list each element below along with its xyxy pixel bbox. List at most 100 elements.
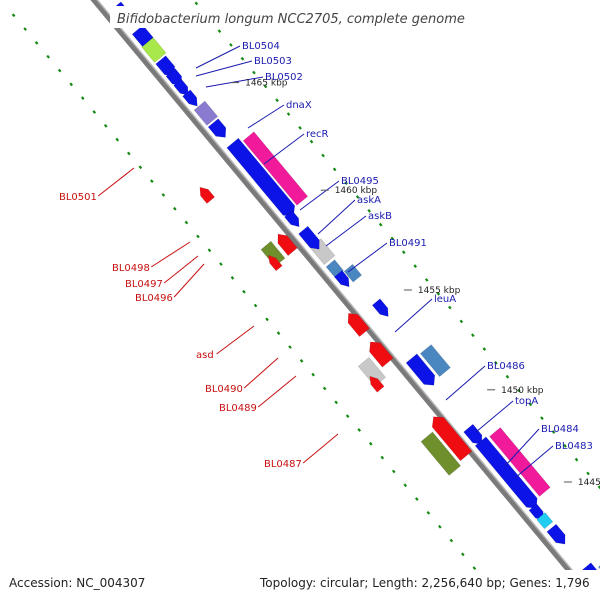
forward-leader — [514, 445, 554, 479]
forward-gene-label: BL0495 — [341, 176, 379, 187]
reverse-gene — [199, 186, 216, 204]
gc-dot-outer — [275, 98, 279, 103]
gc-dot-inner — [11, 13, 16, 18]
gc-dot-outer — [217, 29, 222, 34]
footer-backdrop — [0, 570, 600, 600]
gc-dot-outer — [540, 416, 544, 421]
forward-gene — [182, 89, 198, 107]
gc-dot-outer — [286, 112, 291, 116]
gc-dot-inner — [57, 68, 62, 73]
forward-gene-label: BL0504 — [242, 41, 280, 52]
gc-dots — [11, 1, 600, 598]
forward-leader — [263, 133, 305, 165]
reverse-leader — [150, 241, 191, 268]
reverse-leader — [173, 263, 205, 298]
gc-dot-outer — [471, 333, 475, 338]
gc-dot-outer — [574, 457, 579, 462]
forward-gene — [226, 137, 296, 217]
gc-dot-outer — [436, 291, 441, 296]
reverse-leader — [257, 375, 297, 408]
forward-gene-label: BL0484 — [541, 424, 579, 435]
backbone-highlight — [96, 0, 598, 600]
gc-dot-inner — [207, 248, 212, 253]
tick-label: 1460 kbp — [335, 186, 378, 196]
gc-dot-outer — [459, 319, 464, 324]
gc-dot-outer — [194, 1, 199, 6]
reverse-gene-label: BL0487 — [264, 459, 302, 470]
gc-dot-outer — [344, 181, 348, 186]
forward-leader — [445, 365, 486, 401]
tick-label: 1445 kbp — [578, 478, 600, 488]
gc-dot-outer — [309, 139, 314, 144]
gc-dot-inner — [334, 400, 338, 405]
gc-dot-outer — [263, 84, 268, 89]
gc-dot-outer — [252, 70, 256, 75]
label-leaders — [97, 45, 554, 479]
reverse-gene — [420, 431, 462, 476]
forward-gene — [546, 523, 566, 545]
gc-dot-outer — [563, 443, 567, 448]
forward-gene-label: BL0502 — [265, 72, 303, 83]
forward-gene-label: dnaX — [286, 100, 312, 111]
reverse-leader — [97, 167, 135, 197]
tick-label: 1450 kbp — [501, 386, 544, 396]
gc-dot-inner — [253, 303, 258, 308]
forward-leader — [475, 400, 514, 433]
forward-leader — [195, 45, 241, 69]
forward-gene — [173, 78, 189, 96]
forward-gene — [536, 512, 554, 530]
gc-dot-inner — [161, 193, 166, 197]
forward-leader — [299, 180, 340, 211]
gc-dot-inner — [414, 497, 419, 501]
gc-dot-outer — [240, 56, 245, 61]
forward-leader — [347, 242, 388, 273]
gc-dot-outer — [401, 250, 406, 255]
reverse-gene-label: BL0501 — [59, 192, 97, 203]
gc-dot-outer — [367, 208, 371, 213]
forward-leader — [205, 76, 264, 88]
gc-dot-inner — [368, 441, 373, 446]
gc-dot-outer — [355, 195, 360, 199]
tick-label: 1465 kbp — [245, 79, 288, 89]
forward-leader — [195, 60, 253, 77]
forward-leader — [317, 199, 356, 235]
reverse-leader — [216, 325, 255, 355]
forward-gene — [489, 427, 551, 497]
reverse-gene — [357, 356, 387, 387]
gc-dot-inner — [184, 220, 189, 225]
forward-leader — [247, 104, 285, 129]
forward-gene-label: BL0483 — [555, 441, 593, 452]
gene-labels: BL0504BL0503BL0502dnaXrecRBL0495askAaskB… — [59, 41, 593, 470]
gc-dot-outer — [528, 402, 533, 407]
gc-dot-outer — [517, 388, 521, 393]
gc-dot-inner — [69, 82, 74, 87]
gc-dot-outer — [494, 360, 498, 365]
forward-gene — [371, 298, 389, 317]
gc-dot-outer — [505, 374, 510, 379]
reverse-leader — [163, 255, 199, 284]
gc-dot-outer — [390, 236, 395, 241]
reverse-gene-label: BL0498 — [112, 263, 150, 274]
gc-dot-inner — [46, 54, 50, 59]
forward-leader — [504, 428, 540, 467]
gc-dot-inner — [126, 151, 131, 156]
gc-dot-inner — [345, 414, 350, 419]
gc-dot-outer — [332, 167, 337, 172]
gc-dot-inner — [196, 234, 200, 239]
genome-backbone — [90, 0, 598, 600]
gc-dot-inner — [461, 552, 465, 557]
gc-dot-outer — [378, 222, 383, 227]
reverse-gene — [277, 233, 298, 257]
gc-dot-outer — [298, 125, 302, 130]
forward-gene-label: BL0491 — [389, 238, 427, 249]
gc-dot-outer — [229, 43, 233, 47]
forward-gene — [284, 210, 300, 228]
gc-dot-outer — [424, 278, 429, 282]
reverse-gene — [431, 416, 473, 462]
gc-dot-inner — [311, 372, 315, 377]
gc-dot-inner — [426, 510, 431, 515]
gc-dot-inner — [115, 137, 120, 142]
gc-dot-inner — [276, 331, 281, 336]
forward-gene — [463, 423, 483, 445]
